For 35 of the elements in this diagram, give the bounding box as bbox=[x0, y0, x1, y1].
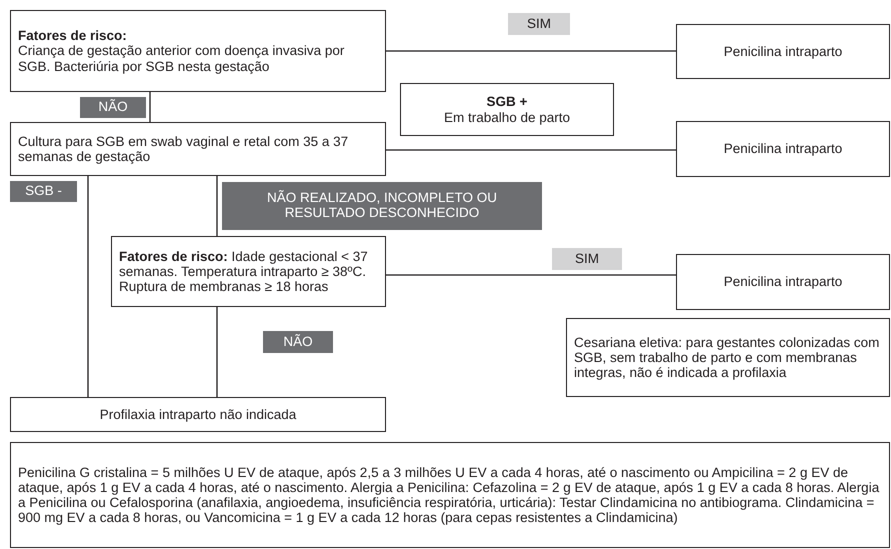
dosage-box bbox=[10, 442, 890, 548]
edge-label: SIM bbox=[552, 248, 622, 270]
edge-label: NÃO REALIZADO, INCOMPLETO OU RESULTADO DESCONHECIDO bbox=[222, 182, 542, 230]
connector-line bbox=[216, 307, 218, 397]
heading-text: SGB + bbox=[486, 94, 528, 110]
outcome-box bbox=[10, 397, 386, 432]
body-text: Em trabalho de parto bbox=[444, 110, 570, 125]
note-box bbox=[566, 318, 890, 397]
connector-line bbox=[87, 176, 89, 397]
body-text: Cultura para SGB em swab vaginal e retal com 35 a 37 semanas de gestação bbox=[18, 134, 350, 164]
treatment-box bbox=[676, 254, 890, 310]
body-text: Penicilina intraparto bbox=[724, 44, 842, 60]
treatment-box bbox=[676, 121, 890, 177]
body-text: Profilaxia intraparto não indicada bbox=[100, 406, 296, 422]
edge-label: NÃO bbox=[80, 97, 146, 118]
body-text: Cesariana eletiva: para gestantes colonizadas com SGB, sem trabalho de parto e com membranas integras, não é indicada a profilaxia bbox=[574, 334, 880, 380]
connector-line bbox=[149, 92, 151, 122]
edge-label: SGB - bbox=[10, 181, 77, 202]
connector-line bbox=[386, 50, 676, 52]
body-text: Penicilina intraparto bbox=[724, 274, 842, 290]
body-text: Fatores de risco: Idade gestacional < 37 semanas. Temperatura intraparto ≥ 38ºC. Ruptura de membranas ≥ 18 horas bbox=[119, 248, 369, 294]
connector-line bbox=[386, 274, 676, 276]
treatment-box bbox=[676, 24, 890, 79]
connector-line bbox=[216, 176, 218, 236]
condition-box bbox=[400, 83, 614, 136]
decision-box bbox=[111, 236, 386, 307]
heading-text: Fatores de risco: bbox=[18, 28, 128, 44]
decision-box bbox=[10, 10, 386, 92]
body-text: Penicilina intraparto bbox=[724, 141, 842, 157]
process-box bbox=[10, 122, 386, 176]
edge-label: NÃO bbox=[263, 331, 333, 353]
body-text: Criança de gestação anterior com doença invasiva por SGB. Bacteriúria por SGB nesta gestação bbox=[18, 43, 346, 74]
body-text: Penicilina G cristalina = 5 milhões U EV de ataque, após 2,5 a 3 milhões U EV a cada 4 horas, até o nascimento ou Ampicilina = 2 g EV de ataque, após 1 g EV a cada 4 horas, até o nascimento. Alergia a Penicilina: Cefazolina = 2 g EV de ataque, após 1 g EV a cada 8 horas. Alergia a Penicilina ou Cefalosporina (anafilaxia, angioedema, insuficiência respiratória, urticária): Testar Clindamicina no antibiograma. Clindamicina = 900 mg EV a cada 8 horas, ou Vancomicina = 1 g EV a cada 12 horas (para cepas resistentes a Clindamicina) bbox=[18, 464, 880, 526]
edge-label: SIM bbox=[508, 13, 570, 35]
connector-line bbox=[386, 149, 676, 151]
